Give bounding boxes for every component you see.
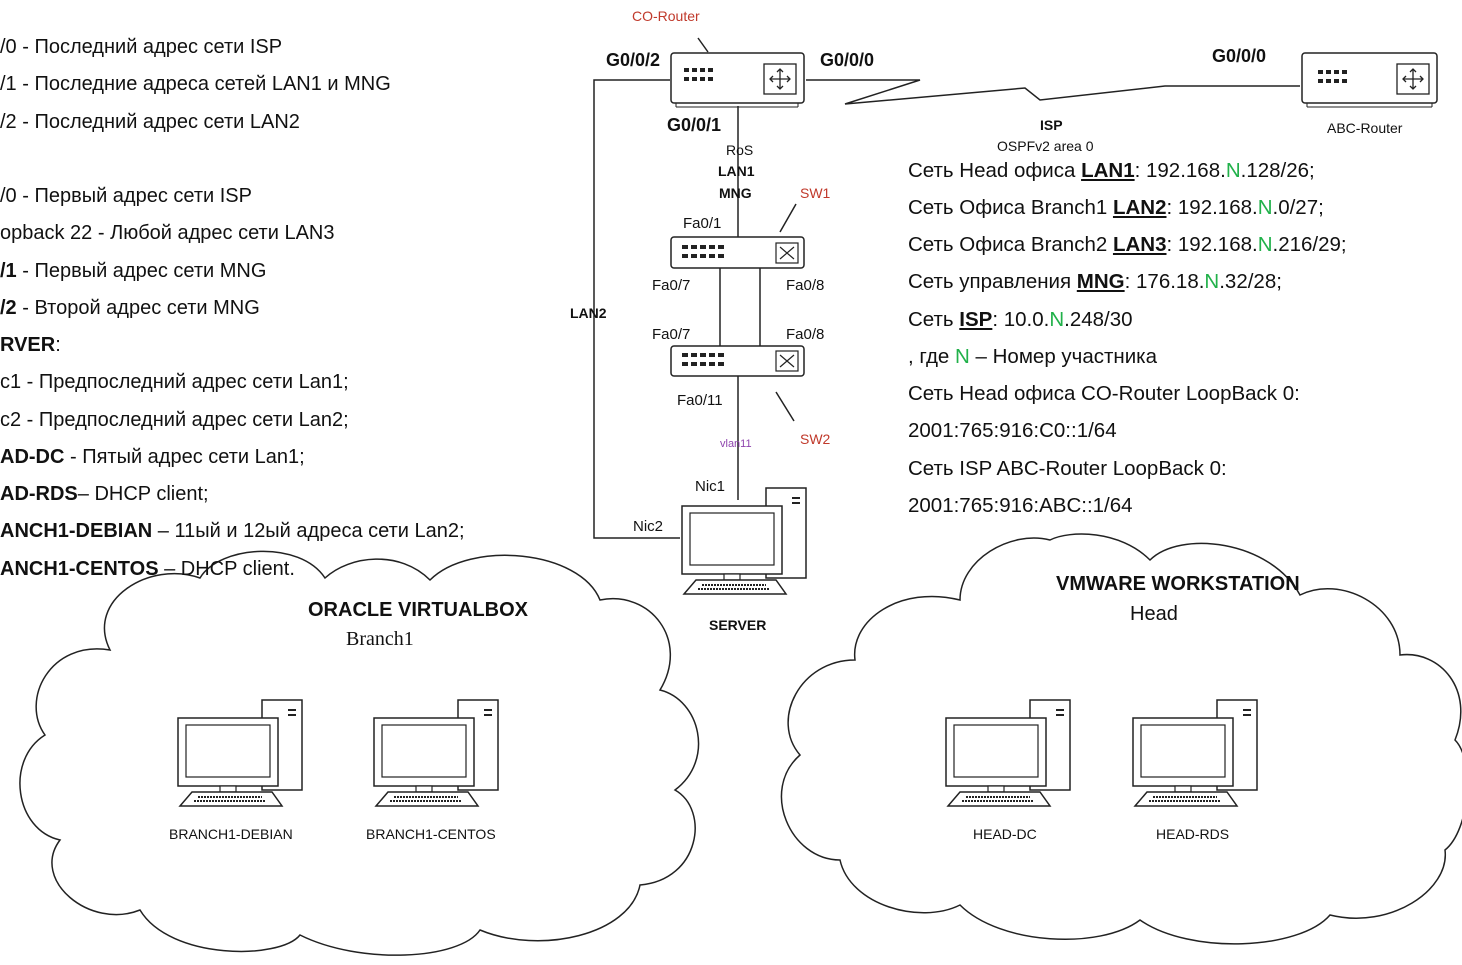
mng-link-label: MNG — [719, 185, 752, 201]
sw2-label: SW2 — [800, 431, 831, 447]
host-branch1-centos: BRANCH1-CENTOS — [366, 826, 496, 842]
net-where-line: , где N – Номер участника — [908, 345, 1157, 368]
left-note-text: – DHCP client; — [77, 483, 209, 505]
port-co-g002: G0/0/2 — [606, 50, 661, 70]
port-co-g000: G0/0/0 — [820, 50, 875, 70]
left-note-line: /0 - Последний адрес сети ISP — [0, 36, 282, 58]
co-router-label: CO-Router — [632, 8, 700, 24]
left-note-line: /2 - Последний адрес сети LAN2 — [0, 111, 300, 133]
isp-link-label: ISP — [1040, 117, 1063, 133]
left-note-bold: AD-RDS — [0, 483, 78, 505]
sw1-switch-icon — [670, 236, 805, 269]
server-pc-icon — [681, 487, 807, 595]
left-note-text: /0 - Последний адрес сети ISP — [0, 36, 283, 58]
abc-router-icon — [1301, 52, 1438, 108]
net-mng-line: Сеть управления MNG: 176.18.N.32/28; — [908, 270, 1282, 293]
sw1-label: SW1 — [800, 185, 831, 201]
port-sw1-fa01: Fa0/1 — [683, 215, 722, 232]
port-sw2-fa07: Fa0/7 — [652, 326, 691, 343]
co-router-icon — [670, 52, 805, 108]
vmware-subtitle: Head — [1130, 603, 1178, 625]
left-note-line: /1 - Первый адрес сети MNG — [0, 260, 266, 282]
left-note-line: /1 - Последние адреса сетей LAN1 и MNG — [0, 73, 391, 95]
port-nic2: Nic2 — [633, 518, 664, 535]
server-label: SERVER — [709, 617, 767, 633]
left-note-bold: ANCH1-CENTOS — [0, 558, 159, 580]
virtualbox-cloud — [19, 550, 700, 956]
left-note-text: – 11ый и 12ый адреса сети Lan2; — [152, 520, 465, 542]
left-note-bold: RVER — [0, 334, 56, 356]
host-head-rds: HEAD-RDS — [1156, 826, 1230, 842]
left-note-text: - Второй адрес сети MNG — [16, 297, 260, 319]
left-note-bold: /1 — [0, 260, 17, 282]
co-loopback-value: 2001:765:916:C0::1/64 — [908, 419, 1117, 442]
net-lan2-line: Сеть Офиса Branch1 LAN2: 192.168.N.0/27; — [908, 196, 1324, 219]
abc-loopback-value: 2001:765:916:ABC::1/64 — [908, 494, 1133, 517]
port-nic1: Nic1 — [695, 478, 726, 495]
lan2-link-label: LAN2 — [570, 305, 607, 321]
left-note-text: - Пятый адрес сети Lan1; — [64, 446, 305, 468]
port-sw1-fa08: Fa0/8 — [786, 277, 825, 294]
net-lan1-line: Сеть Head офиса LAN1: 192.168.N.128/26; — [908, 159, 1315, 182]
left-note-text: /1 - Последние адреса сетей LAN1 и MNG — [0, 73, 391, 95]
left-note-bold: /2 — [0, 297, 17, 319]
left-note-text: - Первый адрес сети MNG — [16, 260, 267, 282]
left-note-line: RVER: — [0, 334, 61, 356]
port-sw2-fa011: Fa0/11 — [677, 392, 723, 409]
port-sw1-fa07: Fa0/7 — [652, 277, 691, 294]
port-abc-g000: G0/0/0 — [1212, 46, 1267, 66]
lan1-link-label: LAN1 — [718, 163, 755, 179]
vlan-label: vlan11 — [720, 438, 752, 450]
left-note-text: /2 - Последний адрес сети LAN2 — [0, 111, 300, 133]
port-co-g001: G0/0/1 — [667, 115, 722, 135]
left-note-line: AD-RDS– DHCP client; — [0, 483, 209, 505]
host-head-dc: HEAD-DC — [973, 826, 1037, 842]
net-lan3-line: Сеть Офиса Branch2 LAN3: 192.168.N.216/2… — [908, 233, 1347, 256]
left-note-text: c1 - Предпоследний адрес сети Lan1; — [0, 371, 349, 393]
co-loopback-label: Сеть Head офиса CO-Router LoopBack 0: — [908, 382, 1300, 405]
left-note-line: /0 - Первый адрес сети ISP — [0, 185, 252, 207]
left-note-line: opback 22 - Любой адрес сети LAN3 — [0, 222, 334, 244]
left-note-text: : — [55, 334, 61, 356]
left-note-line: ANCH1-CENTOS – DHCP client. — [0, 558, 295, 580]
virtualbox-subtitle: Branch1 — [346, 628, 414, 650]
left-note-line: c2 - Предпоследний адрес сети Lan2; — [0, 409, 349, 431]
left-note-line: c1 - Предпоследний адрес сети Lan1; — [0, 371, 349, 393]
ros-label: RoS — [726, 142, 754, 158]
left-note-text: /0 - Первый адрес сети ISP — [0, 185, 252, 207]
left-note-bold: AD-DC — [0, 446, 65, 468]
left-note-text: opback 22 - Любой адрес сети LAN3 — [0, 222, 335, 244]
left-note-bold: ANCH1-DEBIAN — [0, 520, 153, 542]
sw2-switch-icon — [670, 345, 805, 377]
vmware-title: VMWARE WORKSTATION — [1056, 573, 1300, 595]
left-note-line: ANCH1-DEBIAN – 11ый и 12ый адреса сети L… — [0, 520, 465, 542]
left-note-line: /2 - Второй адрес сети MNG — [0, 297, 260, 319]
left-note-line: AD-DC - Пятый адрес сети Lan1; — [0, 446, 305, 468]
port-sw2-fa08: Fa0/8 — [786, 326, 825, 343]
ospf-label: OSPFv2 area 0 — [997, 138, 1094, 154]
left-note-text: – DHCP client. — [158, 558, 295, 580]
vmware-cloud — [780, 533, 1462, 945]
virtualbox-title: ORACLE VIRTUALBOX — [308, 599, 528, 621]
net-isp-line: Сеть ISP: 10.0.N.248/30 — [908, 308, 1133, 331]
left-note-text: c2 - Предпоследний адрес сети Lan2; — [0, 409, 349, 431]
abc-loopback-label: Сеть ISP ABC-Router LoopBack 0: — [908, 457, 1227, 480]
abc-router-label: ABC-Router — [1327, 120, 1403, 136]
host-branch1-debian: BRANCH1-DEBIAN — [169, 826, 293, 842]
